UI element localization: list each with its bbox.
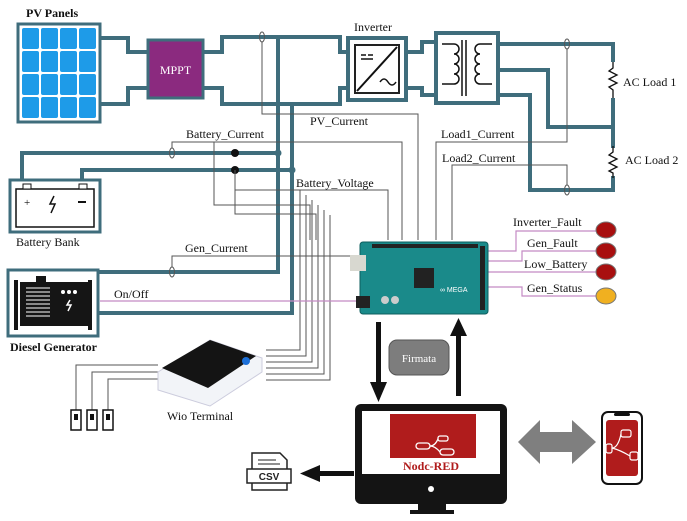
diesel-generator-icon [6,268,100,338]
firmata-box [388,339,450,376]
csv-label: CSV [259,472,280,483]
data-down-arrow-icon [370,322,387,402]
inverter-fault-led-icon [595,221,617,239]
transformer-icon [434,31,500,105]
battery-bank-label: Battery Bank [16,235,80,249]
resistor-icon-load1 [607,62,619,98]
bidirectional-arrow-icon [518,420,596,464]
pv-cell [22,51,39,72]
load2-current-label: Load2_Current [442,151,516,165]
on-off-label: On/Off [114,287,148,301]
svg-text:∞ MEGA: ∞ MEGA [440,287,468,294]
gen-fault-led-icon [595,242,617,260]
pv-cell [22,74,39,95]
firmata-label: Firmata [402,353,436,365]
arduino-board: ∞ MEGA [350,241,489,315]
low-battery-label: Low_Battery [524,257,587,271]
gen-status-led-icon [595,287,617,305]
mppt-label: MPPT [160,63,192,77]
pv-cell [22,97,39,118]
battery-current-label: Battery_Current [186,127,265,141]
battery-voltage-label: Battery_Voltage [296,176,374,190]
pv-panels [16,22,102,124]
pv-cell [60,74,77,95]
pv-cell [41,28,58,49]
smartphone-icon [601,411,643,485]
pv-cell [79,74,96,95]
gen-fault-label: Gen_Fault [527,236,578,250]
pv-cell [79,97,96,118]
gen-current-label: Gen_Current [185,241,248,255]
export-arrow-icon [300,465,354,482]
mppt-box [146,38,205,100]
pv-cell [41,51,58,72]
inverter-label: Inverter [354,20,392,34]
pv-cell [41,97,58,118]
wio-terminal-icon [157,339,263,407]
ac-load-2-label: AC Load 2 [625,153,678,167]
pv-cell [60,28,77,49]
gen-status-label: Gen_Status [527,281,583,295]
inverter-icon [346,36,408,102]
svg-text:+: + [24,197,30,209]
power-lines [20,35,615,315]
data-up-arrow-icon [450,318,467,396]
low-battery-led-icon [595,263,617,281]
node-red-label: Nodc-RED [403,459,459,473]
pv-cell [60,97,77,118]
pv-cell [41,74,58,95]
pv-cell [60,51,77,72]
pv-cell [79,28,96,49]
diesel-generator-label: Diesel Generator [10,340,98,354]
load1-current-label: Load1_Current [441,127,515,141]
computer-monitor-icon [355,404,507,514]
switch-icons [70,409,114,431]
pv-cell [22,28,39,49]
pv-panels-label: PV Panels [26,6,78,20]
battery-icon: + [8,178,102,234]
pv-cell [79,51,96,72]
ac-load-1-label: AC Load 1 [623,75,676,89]
resistor-icon-load2 [607,146,619,178]
csv-file-icon [246,452,292,491]
pv-current-label: PV_Current [310,114,369,128]
inverter-fault-label: Inverter_Fault [513,215,582,229]
wio-terminal-label: Wio Terminal [167,409,234,423]
